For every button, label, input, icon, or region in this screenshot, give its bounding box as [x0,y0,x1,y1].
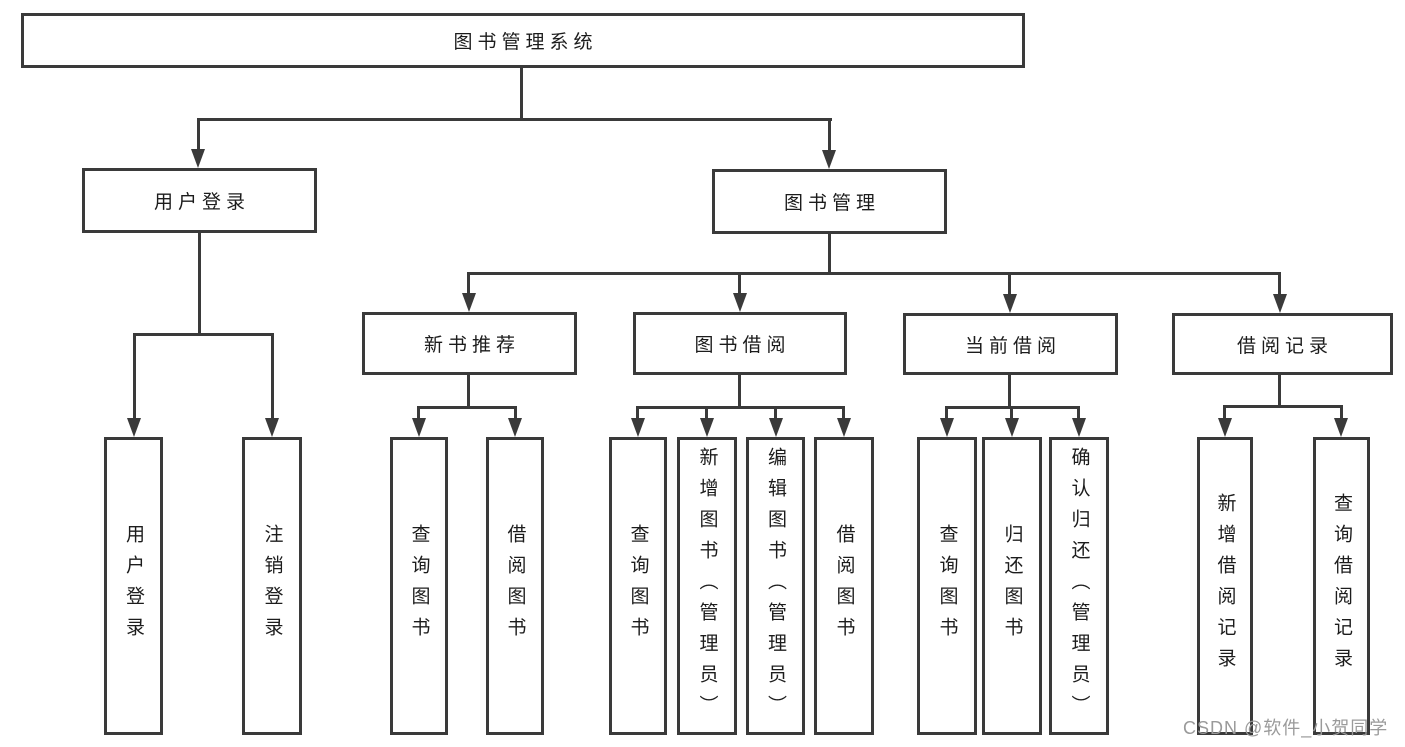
connector-line [417,406,420,421]
arrow-down-icon [462,293,476,312]
connector-line [520,66,523,120]
connector-line [467,375,470,409]
connector-line [197,118,832,121]
connector-line [133,333,136,419]
arrow-down-icon [837,418,851,437]
node-label: 确认归还（管理员） [1068,446,1090,726]
connector-line [1223,405,1343,408]
arrow-down-icon [1072,418,1086,437]
connector-line [636,406,845,409]
node-leaf-query-books-recommend: 查询图书 [390,437,448,735]
connector-line [197,118,200,151]
node-label: 新增图书（管理员） [696,446,718,726]
node-label: 用户登录 [153,192,250,213]
node-leaf-add-book-admin: 新增图书（管理员） [677,437,737,735]
node-label: 查询借阅记录 [1331,493,1352,679]
connector-line [945,406,948,421]
node-book-management-module: 图书管理 [712,169,947,234]
node-borrowing-records: 借阅记录 [1172,313,1393,375]
node-label: 新增借阅记录 [1214,493,1236,679]
connector-line [738,272,741,295]
node-book-borrowing: 图书借阅 [633,312,847,375]
connector-line [271,333,274,419]
node-label: 图书借阅 [694,335,791,356]
connector-line [1278,272,1281,295]
node-label: 查询图书 [627,524,649,648]
node-leaf-confirm-return-admin: 确认归还（管理员） [1049,437,1109,735]
arrow-down-icon [1273,294,1287,313]
arrow-down-icon [265,418,279,437]
node-label: 用户登录 [123,524,144,648]
connector-line [705,406,708,421]
arrow-down-icon [1334,418,1348,437]
arrow-down-icon [733,293,747,312]
arrow-down-icon [822,150,836,169]
connector-line [828,118,831,151]
node-label: 注销登录 [261,524,283,648]
arrow-down-icon [700,418,714,437]
node-leaf-logout: 注销登录 [242,437,302,735]
connector-line [467,272,1281,275]
arrow-down-icon [191,149,205,168]
node-label: 图书管理 [783,193,880,214]
arrow-down-icon [127,418,141,437]
connector-line [1008,272,1011,295]
node-leaf-borrow-books: 借阅图书 [814,437,874,735]
csdn-watermark: CSDN @软件_小贺同学 [1183,718,1389,738]
node-label: 当前借阅 [964,335,1061,357]
node-label: 新书推荐 [423,335,520,356]
connector-line [467,272,470,295]
arrow-down-icon [1005,418,1019,437]
node-leaf-borrow-books-recommend: 借阅图书 [486,437,544,735]
node-user-login-module: 用户登录 [82,168,317,233]
node-leaf-user-login: 用户登录 [104,437,163,735]
node-leaf-query-books-current: 查询图书 [917,437,977,735]
connector-line [636,406,639,421]
node-label: 查询图书 [408,524,430,648]
arrow-down-icon [508,418,522,437]
connector-line [774,406,777,421]
node-label: 图书管理系统 [453,32,598,53]
node-label: 借阅图书 [504,524,526,648]
connector-line [1008,375,1011,409]
node-label: 查询图书 [936,524,958,648]
connector-line [1010,406,1013,421]
connector-line [133,333,274,336]
node-leaf-query-borrow-record: 查询借阅记录 [1313,437,1370,735]
arrow-down-icon [412,418,426,437]
node-label: 归还图书 [1001,524,1023,648]
connector-line [1223,405,1226,421]
connector-line [738,375,741,409]
connector-line [198,233,201,336]
arrow-down-icon [1003,294,1017,313]
node-label: 借阅记录 [1236,335,1333,357]
connector-line [842,406,845,421]
connector-line [1278,375,1281,408]
node-current-borrowing: 当前借阅 [903,313,1118,375]
arrow-down-icon [631,418,645,437]
connector-line [1077,406,1080,421]
arrow-down-icon [769,418,783,437]
node-leaf-return-books: 归还图书 [982,437,1042,735]
arrow-down-icon [1218,418,1232,437]
node-label: 编辑图书（管理员） [765,446,786,726]
node-new-book-recommendation: 新书推荐 [362,312,577,375]
node-leaf-add-borrow-record: 新增借阅记录 [1197,437,1253,735]
connector-line [417,406,517,409]
connector-line [514,406,517,421]
connector-line [1340,405,1343,421]
connector-line [828,234,831,275]
arrow-down-icon [940,418,954,437]
node-leaf-edit-book-admin: 编辑图书（管理员） [746,437,805,735]
node-label: 借阅图书 [833,524,855,648]
node-leaf-query-books-borrowing: 查询图书 [609,437,667,735]
node-library-management-system: 图书管理系统 [21,13,1025,68]
